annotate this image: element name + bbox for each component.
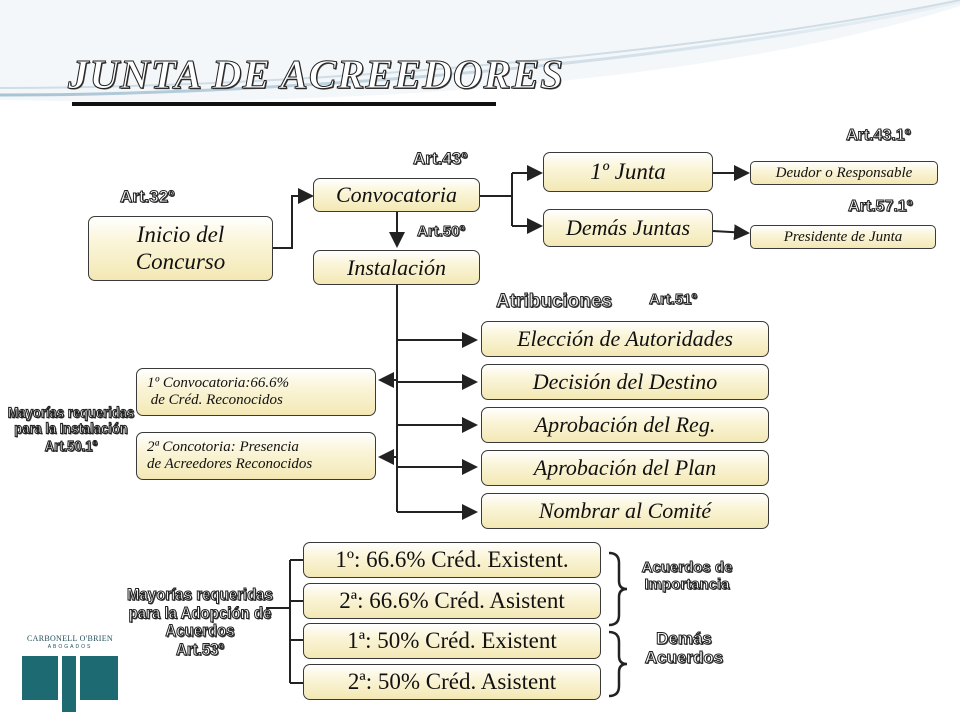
primera-junta-box: 1º Junta <box>543 152 713 192</box>
adopt-label-line3: Acuerdos <box>165 621 235 641</box>
inst-label-line2: para la Instalación <box>14 420 128 438</box>
attribute-aprobacion-plan: Aprobación del Plan <box>481 450 769 486</box>
demas-line1: Demás <box>656 629 713 648</box>
majority-second-line2: de Acreedores Reconocidos <box>147 456 313 472</box>
attribute-aprobacion-reg: Aprobación del Reg. <box>481 407 769 443</box>
adoption-item-4: 2ª: 50% Créd. Asistent <box>303 664 601 700</box>
page-title: JUNTA DE ACREEDORES <box>68 51 564 97</box>
article-43-1: Art.43.1º <box>846 127 912 145</box>
logo-name: CARBONELL O'BRIEN <box>26 634 114 643</box>
attribute-eleccion: Elección de Autoridades <box>481 321 769 357</box>
majority-first-convocatoria: 1º Convocatoria:66.6% de Créd. Reconocid… <box>136 368 376 416</box>
majority-first-line2: de Créd. Reconocidos <box>147 392 283 408</box>
adoption-majorities-label: Mayorías requeridas para la Adopción de … <box>120 585 280 660</box>
inicio-line2: Concurso <box>135 248 226 274</box>
demas-juntas-box: Demás Juntas <box>543 209 713 247</box>
majority-second-line1: 2ª Concotoria: Presencia <box>147 438 299 455</box>
article-50: Art.50º <box>417 223 466 240</box>
logo-mark-icon <box>22 656 118 712</box>
majority-second-convocatoria: 2ª Concotoria: Presencia de Acreedores R… <box>136 432 376 480</box>
inicio-line1: Inicio del <box>136 222 225 248</box>
title-underline <box>72 102 496 106</box>
importancia-line2: Importancia <box>644 575 730 593</box>
attribute-decision: Decisión del Destino <box>481 364 769 400</box>
adoption-item-1: 1º: 66.6% Créd. Existent. <box>303 542 601 578</box>
logo-sub: ABOGADOS <box>47 644 93 650</box>
article-43: Art.43º <box>412 149 468 168</box>
majority-first-line1: 1º Convocatoria:66.6% <box>147 374 290 391</box>
inst-label-line1: Mayorías requeridas <box>7 403 135 421</box>
article-32: Art.32º <box>119 187 175 206</box>
adoption-item-2: 2ª: 66.6% Créd. Asistent <box>303 583 601 619</box>
adopt-label-line2: para la Adopción de <box>128 603 272 623</box>
demas-line2: Acuerdos <box>644 647 724 667</box>
presidente-box: Presidente de Junta <box>750 225 936 249</box>
convocatoria-box: Convocatoria <box>313 178 480 212</box>
group-importancia-label: Acuerdos de Importancia <box>626 559 748 593</box>
carbonell-logo: CARBONELL O'BRIEN ABOGADOS <box>18 634 122 716</box>
importancia-line1: Acuerdos de <box>641 559 733 576</box>
inicio-concurso-box: Inicio del Concurso <box>88 216 273 281</box>
atribuciones-heading: Atribuciones <box>495 291 613 313</box>
adoption-item-3: 1ª: 50% Créd. Existent <box>303 623 601 659</box>
adopt-label-line1: Mayorías requeridas <box>127 585 274 605</box>
installation-majorities-label: Mayorías requeridas para la Instalación … <box>6 403 136 454</box>
article-51: Art.51º <box>649 291 698 308</box>
inst-label-line3: Art.50.1º <box>44 436 98 454</box>
attribute-nombrar-comite: Nombrar al Comité <box>481 493 769 529</box>
adopt-label-line4: Art.53º <box>176 640 225 659</box>
article-57-1: Art.57.1º <box>848 198 914 216</box>
deudor-box: Deudor o Responsable <box>750 161 938 185</box>
group-demas-label: Demás Acuerdos <box>626 629 742 667</box>
instalacion-box: Instalación <box>313 250 480 285</box>
